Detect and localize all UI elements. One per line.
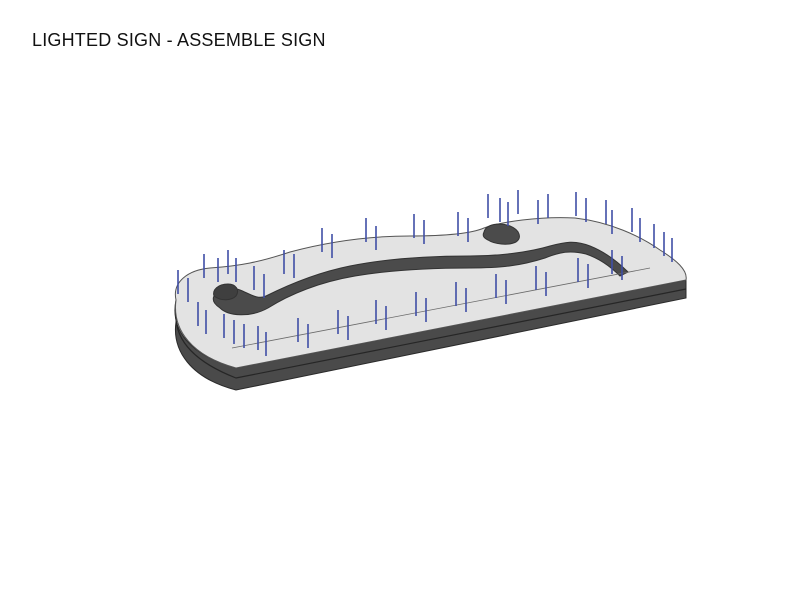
sign-top-face [174,217,687,369]
side-seam-line [175,288,687,379]
left-curl-groove [213,283,239,301]
front-side-face [174,279,687,391]
sign-base-plate-sides [174,279,687,391]
top-curl-groove [482,223,520,245]
led-mounting-pins [177,190,673,356]
front-edge-guide-line [231,267,651,349]
page-title: LIGHTED SIGN - ASSEMBLE SIGN [32,30,326,50]
